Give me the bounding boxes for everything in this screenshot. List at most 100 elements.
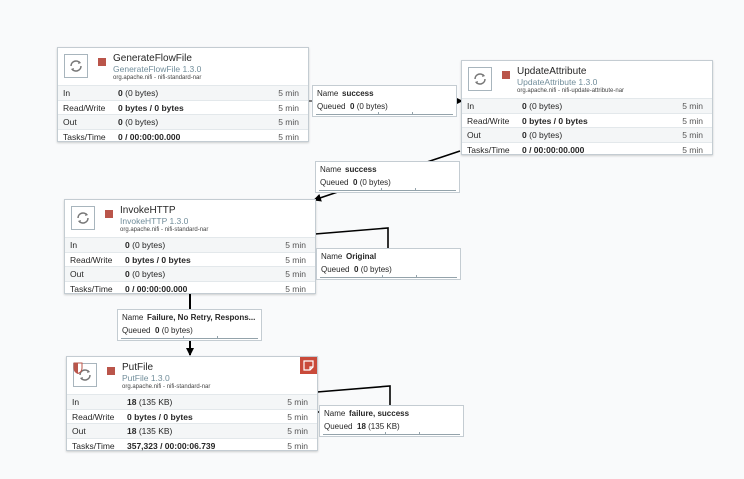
stat-row-in: In 0 (0 bytes) 5 min: [462, 98, 712, 113]
stat-label: Tasks/Time: [70, 283, 113, 294]
connection-name: success: [342, 89, 374, 98]
processor-icon: [468, 67, 492, 91]
stat-label: Out: [467, 130, 481, 140]
connection-label-gen-to-update[interactable]: Name success Queued 0 (0 bytes): [312, 85, 457, 117]
bulletin-sticky-note-icon[interactable]: [300, 357, 317, 374]
stat-label: Read/Write: [72, 411, 115, 422]
processor-icon: [64, 54, 88, 78]
processor-header: GenerateFlowFile GenerateFlowFile 1.3.0 …: [58, 48, 308, 85]
stat-period: 5 min: [287, 411, 308, 422]
stopped-square-icon: [107, 367, 115, 375]
connection-queued-size: (135 KB): [368, 422, 400, 431]
stat-label: Read/Write: [63, 102, 106, 113]
connection-queued-count: 0: [354, 265, 359, 274]
connection-queued-label: Queued: [122, 326, 151, 335]
stat-count: 0: [125, 240, 130, 250]
processor-type: PutFile 1.3.0: [122, 373, 170, 383]
stat-period: 5 min: [287, 440, 308, 451]
connection-name-label: Name: [320, 165, 342, 174]
connection-label-invoke-original[interactable]: Name Original Queued 0 (0 bytes): [316, 248, 461, 280]
stat-period: 5 min: [287, 426, 308, 436]
stat-detail: (0 bytes): [132, 269, 166, 279]
stat-period: 5 min: [278, 131, 299, 142]
stat-count: 0 bytes / 0 bytes: [118, 102, 184, 113]
stat-row-in: In 18 (135 KB) 5 min: [67, 394, 317, 409]
connection-queued-size: (0 bytes): [356, 102, 388, 111]
stat-label: Tasks/Time: [467, 144, 510, 155]
processor-type: InvokeHTTP 1.3.0: [120, 216, 189, 226]
processor-bundle: org.apache.nifi - nifi-update-attribute-…: [517, 88, 625, 94]
stat-count: 0 / 00:00:00.000: [522, 144, 585, 155]
connection-queued-count: 0: [353, 178, 358, 187]
stat-label: Out: [72, 426, 86, 436]
stat-count: 0: [125, 269, 130, 279]
stat-detail: (135 KB): [138, 426, 173, 436]
stat-label: Out: [70, 269, 84, 279]
processor-invokehttp[interactable]: InvokeHTTP InvokeHTTP 1.3.0 org.apache.n…: [64, 199, 316, 294]
processor-name: PutFile: [122, 362, 154, 373]
stat-count: 0: [118, 117, 123, 127]
connection-line-putfile-self[interactable]: [316, 385, 391, 406]
connection-line-invoke-original[interactable]: [314, 227, 389, 249]
stat-count: 0 / 00:00:00.000: [125, 283, 188, 294]
processor-updateattribute[interactable]: UpdateAttribute UpdateAttribute 1.3.0 or…: [461, 60, 713, 155]
stat-period: 5 min: [285, 269, 306, 279]
connection-label-update-to-invoke[interactable]: Name success Queued 0 (0 bytes): [315, 161, 460, 193]
stat-row-read-write: Read/Write 0 bytes / 0 bytes 5 min: [67, 408, 317, 424]
stat-period: 5 min: [682, 130, 703, 140]
stat-period: 5 min: [682, 115, 703, 126]
backpressure-bar: [323, 431, 460, 435]
connection-queued-label: Queued: [320, 178, 349, 187]
stat-detail: (0 bytes): [529, 101, 563, 111]
connection-queued-count: 0: [350, 102, 355, 111]
connection-name-label: Name: [317, 89, 339, 98]
processor-bundle: org.apache.nifi - nifi-standard-nar: [120, 227, 209, 233]
stat-label: Read/Write: [70, 254, 113, 265]
connection-name-label: Name: [324, 409, 346, 418]
processor-icon: [71, 206, 95, 230]
processor-name: UpdateAttribute: [517, 66, 587, 77]
processor-header: UpdateAttribute UpdateAttribute 1.3.0 or…: [462, 61, 712, 98]
processor-name: InvokeHTTP: [120, 205, 176, 216]
stat-count: 0: [522, 101, 527, 111]
stat-row-out: Out 0 (0 bytes) 5 min: [462, 127, 712, 142]
stat-count: 0: [522, 130, 527, 140]
processor-type: GenerateFlowFile 1.3.0: [113, 64, 202, 74]
stat-label: In: [70, 240, 78, 250]
connection-label-putfile-self[interactable]: Name failure, success Queued 18 (135 KB): [319, 405, 464, 437]
stat-period: 5 min: [278, 102, 299, 113]
invalid-shield-icon[interactable]: [73, 361, 83, 375]
processor-header: PutFile PutFile 1.3.0 org.apache.nifi - …: [67, 357, 317, 394]
connection-queued-label: Queued: [324, 422, 353, 431]
stat-detail: (0 bytes): [125, 88, 159, 98]
connection-queued-size: (0 bytes): [360, 265, 392, 274]
connection-name: Original: [346, 252, 377, 261]
processor-header: InvokeHTTP InvokeHTTP 1.3.0 org.apache.n…: [65, 200, 315, 237]
stat-count: 0 / 00:00:00.000: [118, 131, 181, 142]
stat-row-read-write: Read/Write 0 bytes / 0 bytes 5 min: [58, 99, 308, 115]
processor-bundle: org.apache.nifi - nifi-standard-nar: [122, 384, 211, 390]
connection-label-invoke-to-putfile[interactable]: Name Failure, No Retry, Respons... Queue…: [117, 309, 262, 341]
processor-icon: [73, 363, 97, 387]
stat-label: In: [63, 88, 71, 98]
stat-count: 18: [127, 426, 137, 436]
connection-name-label: Name: [321, 252, 343, 261]
processor-putfile[interactable]: PutFile PutFile 1.3.0 org.apache.nifi - …: [66, 356, 318, 451]
stat-count: 0 bytes / 0 bytes: [522, 115, 588, 126]
stat-row-out: Out 0 (0 bytes) 5 min: [58, 114, 308, 129]
stat-detail: (0 bytes): [132, 240, 166, 250]
stopped-square-icon: [502, 71, 510, 79]
connection-name-label: Name: [122, 313, 144, 322]
stat-count: 18: [127, 397, 137, 407]
stat-count: 0: [118, 88, 123, 98]
stat-count: 357,323 / 00:00:06.739: [127, 440, 216, 451]
stat-row-out: Out 18 (135 KB) 5 min: [67, 423, 317, 438]
processor-bundle: org.apache.nifi - nifi-standard-nar: [113, 75, 202, 81]
stat-row-read-write: Read/Write 0 bytes / 0 bytes 5 min: [65, 251, 315, 267]
backpressure-bar: [316, 111, 453, 115]
connection-name: failure, success: [349, 409, 410, 418]
stat-row-read-write: Read/Write 0 bytes / 0 bytes 5 min: [462, 112, 712, 128]
stat-label: In: [467, 101, 475, 111]
processor-generateflowfile[interactable]: GenerateFlowFile GenerateFlowFile 1.3.0 …: [57, 47, 309, 142]
